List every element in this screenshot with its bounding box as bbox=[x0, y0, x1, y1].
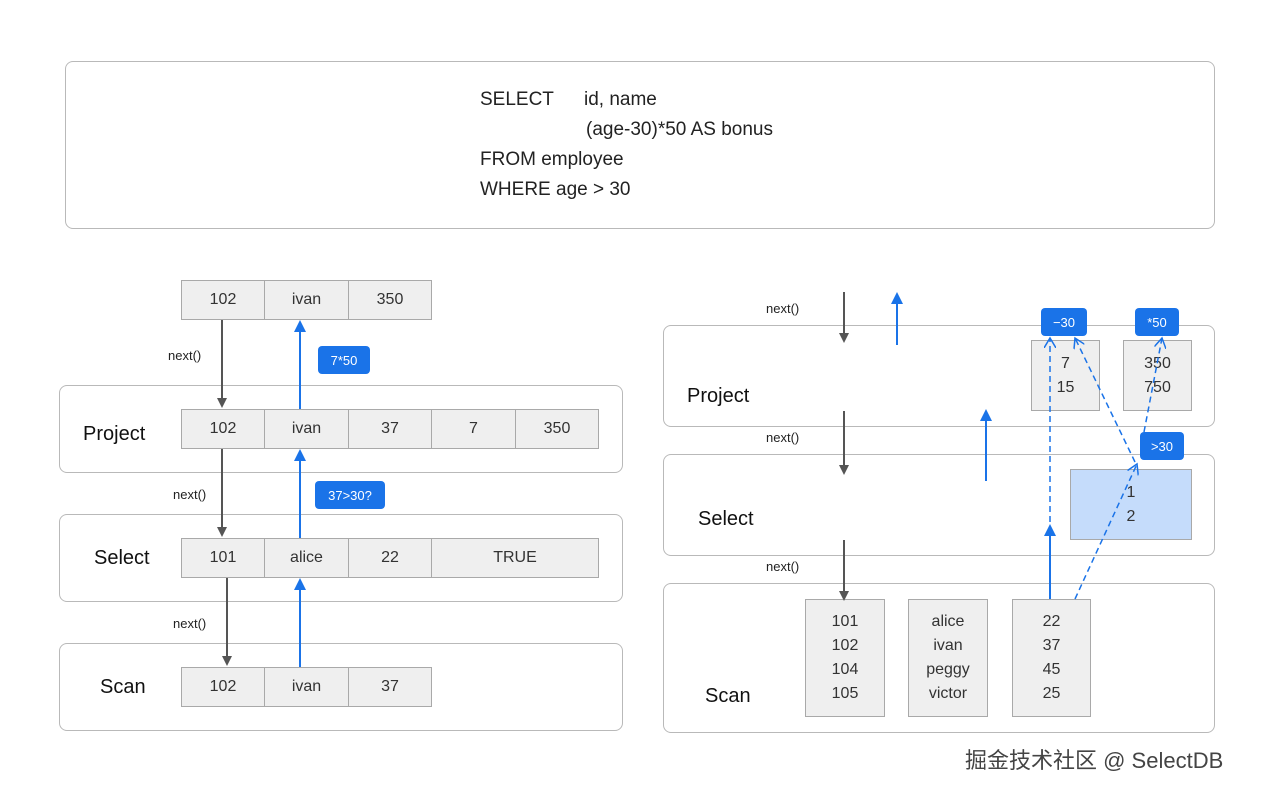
column-value: peggy bbox=[926, 661, 970, 678]
right-project-col-bonus: 350 750 bbox=[1123, 340, 1192, 411]
left-project-cell: 350 bbox=[515, 409, 599, 449]
column-value: 45 bbox=[1042, 661, 1061, 678]
left-output-cell: ivan bbox=[264, 280, 349, 320]
right-project-col-minus: 7 15 bbox=[1031, 340, 1100, 411]
left-next-label: next() bbox=[173, 616, 207, 631]
right-next-label: next() bbox=[766, 559, 800, 574]
column-value: ivan bbox=[933, 637, 963, 654]
column-value: 15 bbox=[1056, 378, 1075, 396]
left-output-cell: 102 bbox=[181, 280, 265, 320]
left-scan-label: Scan bbox=[100, 676, 146, 698]
watermark: 掘金技术社区 @ SelectDB bbox=[965, 748, 1224, 773]
right-filter-bubble: >30 bbox=[1140, 432, 1184, 460]
left-compare-bubble: 37>30? bbox=[315, 481, 385, 509]
left-project-cell: 7 bbox=[431, 409, 516, 449]
left-project-cell: 37 bbox=[348, 409, 432, 449]
left-project-label: Project bbox=[83, 423, 146, 445]
column-value: 37 bbox=[1042, 637, 1061, 654]
left-multiply-bubble: 7*50 bbox=[318, 346, 370, 374]
left-scan-cell: 102 bbox=[181, 667, 265, 707]
column-value: 101 bbox=[831, 613, 859, 630]
column-value: 350 bbox=[1144, 354, 1171, 372]
right-scan-col-age: 22 37 45 25 bbox=[1012, 599, 1091, 717]
left-select-cell: TRUE bbox=[431, 538, 599, 578]
right-multiply-bubble: *50 bbox=[1135, 308, 1179, 336]
column-value: 102 bbox=[831, 637, 859, 654]
column-value: 25 bbox=[1042, 685, 1061, 702]
left-output-cell: 350 bbox=[348, 280, 432, 320]
sql-select-columns: id, name bbox=[584, 89, 657, 110]
sql-bonus-expression: (age-30)*50 AS bonus bbox=[586, 119, 773, 140]
left-project-cell: ivan bbox=[264, 409, 349, 449]
sql-where-clause: WHERE age > 30 bbox=[480, 179, 631, 200]
right-scan-label: Scan bbox=[705, 685, 751, 707]
right-select-label: Select bbox=[698, 508, 754, 530]
left-next-label: next() bbox=[173, 487, 207, 502]
left-select-label: Select bbox=[94, 547, 150, 569]
right-scan-col-id: 101 102 104 105 bbox=[805, 599, 885, 717]
left-select-cell: 101 bbox=[181, 538, 265, 578]
column-value: 22 bbox=[1042, 613, 1061, 630]
column-value: 7 bbox=[1061, 354, 1070, 372]
column-value: 105 bbox=[831, 685, 859, 702]
column-value: 1 bbox=[1126, 483, 1136, 501]
right-scan-col-name: alice ivan peggy victor bbox=[908, 599, 988, 717]
sql-select-keyword: SELECT bbox=[480, 89, 554, 110]
column-value: 2 bbox=[1126, 507, 1136, 525]
right-select-mask: 1 2 bbox=[1070, 469, 1192, 540]
column-value: alice bbox=[931, 613, 965, 630]
sql-query-panel bbox=[65, 61, 1215, 229]
right-next-label: next() bbox=[766, 430, 800, 445]
left-project-cell: 102 bbox=[181, 409, 265, 449]
left-scan-cell: ivan bbox=[264, 667, 349, 707]
right-project-label: Project bbox=[687, 385, 750, 407]
right-minus-bubble: −30 bbox=[1041, 308, 1087, 336]
sql-from-clause: FROM employee bbox=[480, 149, 624, 170]
column-value: victor bbox=[928, 685, 968, 702]
column-value: 750 bbox=[1144, 378, 1171, 396]
left-select-cell: 22 bbox=[348, 538, 432, 578]
left-select-cell: alice bbox=[264, 538, 349, 578]
right-next-label: next() bbox=[766, 301, 800, 316]
column-value: 104 bbox=[831, 661, 859, 678]
left-scan-cell: 37 bbox=[348, 667, 432, 707]
left-next-label: next() bbox=[168, 348, 202, 363]
